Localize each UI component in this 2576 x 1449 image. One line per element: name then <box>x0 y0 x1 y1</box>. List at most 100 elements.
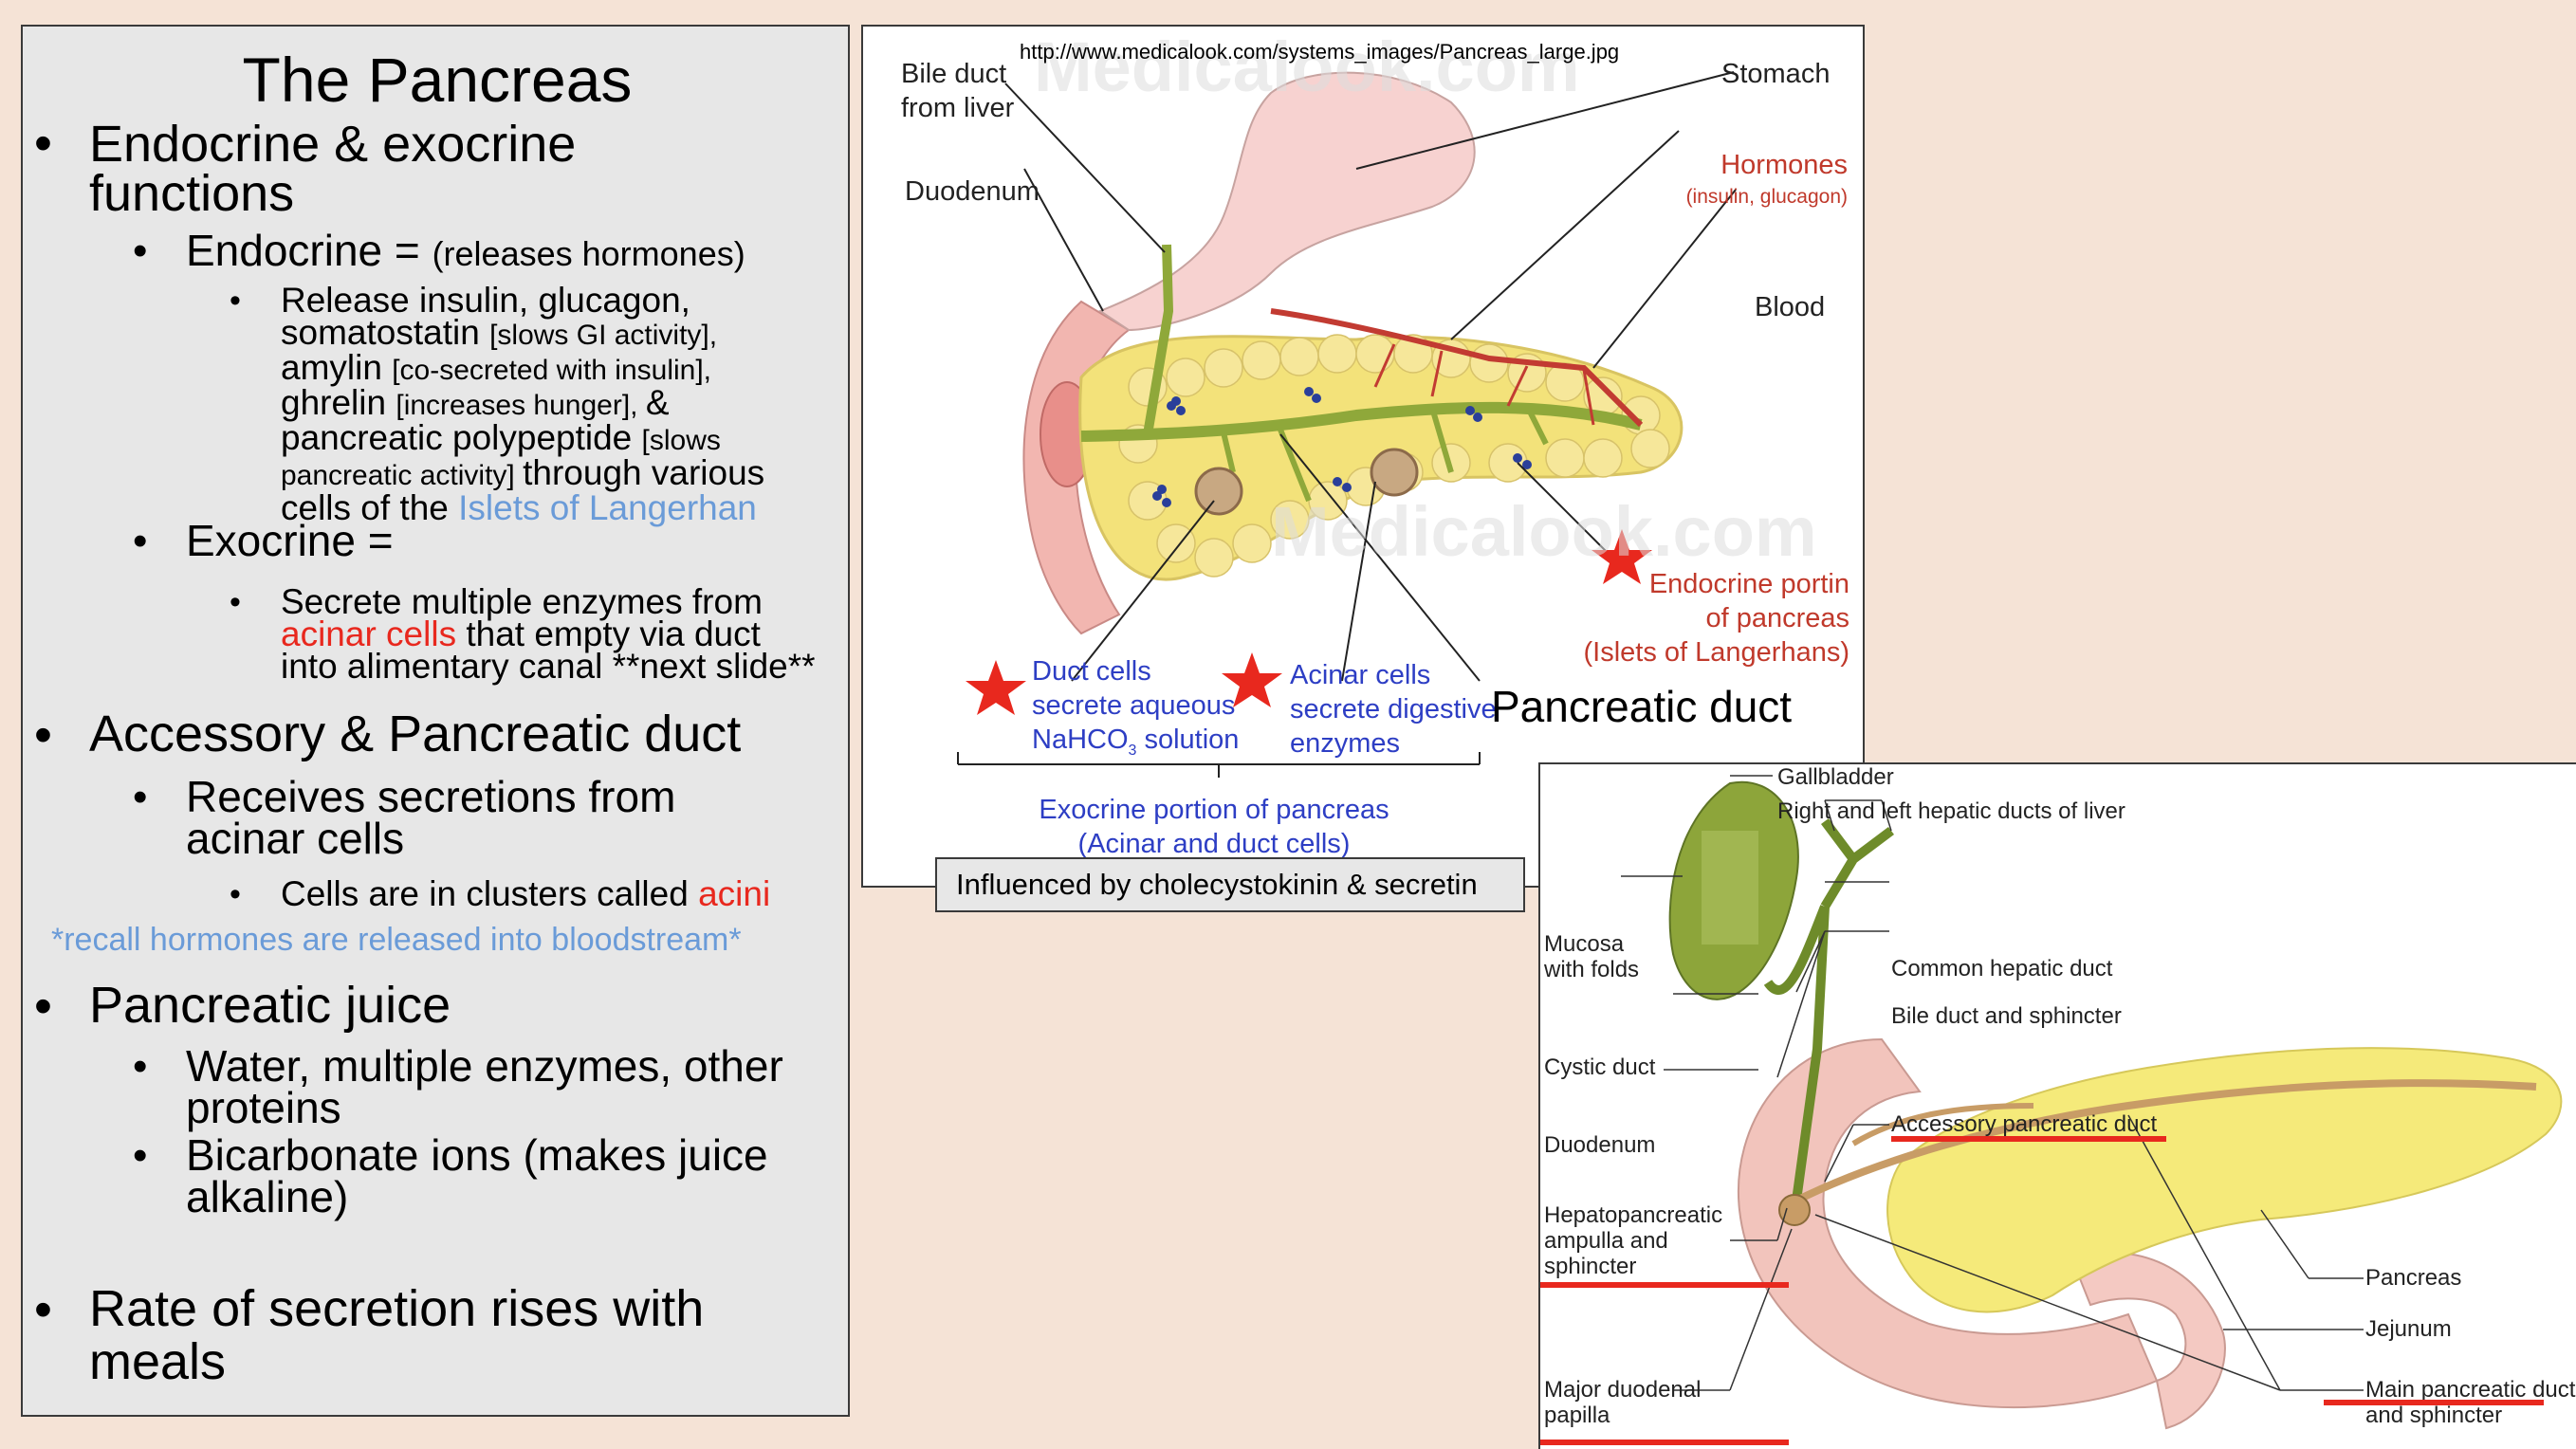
term-somatostatin: somatostatin <box>281 313 490 352</box>
term-ghrelin: ghrelin <box>281 383 396 422</box>
endo-line: pancreatic polypeptide [slows <box>281 420 764 457</box>
nahco3: NaHCO3 solution <box>1032 723 1239 768</box>
ampersand: & <box>645 383 670 422</box>
text: and sphincter <box>2365 1403 2503 1428</box>
exo-line: into alimentary canal **next slide** <box>281 647 816 686</box>
text: Duct cells <box>1032 656 1151 687</box>
text: acinar cells <box>186 814 405 863</box>
recall-note: *recall hormones are released into blood… <box>51 922 742 958</box>
note: [co-secreted with insulin], <box>392 355 712 386</box>
text: NaHCO <box>1032 724 1129 755</box>
label-bile-duct: Bile duct from liver <box>901 57 1014 125</box>
bullet-dot <box>133 518 147 565</box>
endocrine-label: Endocrine = <box>186 226 432 275</box>
star-markers <box>966 529 1652 715</box>
leader-lines <box>957 71 1737 778</box>
endo-line: Release insulin, glucagon, <box>281 281 690 320</box>
exo-line: Secrete multiple enzymes from <box>281 582 763 621</box>
pancreas-illustration <box>957 71 1737 778</box>
underline-hepatopancreatic <box>1540 1282 1789 1288</box>
endocrine-note: (releases hormones) <box>432 234 745 273</box>
label-endocrine-portion: Endocrine portin of pancreas (Islets of … <box>1546 567 1849 669</box>
label-gallbladder: Gallbladder <box>1777 764 1894 790</box>
acini-text: acini <box>698 874 771 913</box>
underline-accessory <box>1891 1136 2166 1142</box>
text: Hepatopancreatic <box>1544 1202 1723 1228</box>
label-stomach: Stomach <box>1721 59 1831 89</box>
label-duodenum: Duodenum <box>905 176 1040 207</box>
note: [slows GI activity], <box>489 320 718 351</box>
underline-major-papilla <box>1540 1440 1789 1445</box>
text-panel: The Pancreas Endocrine & exocrine functi… <box>21 25 850 1417</box>
islets-text: Islets of Langerhan <box>458 488 757 527</box>
endo-line: cells of the Islets of Langerhan <box>281 490 764 525</box>
duct-system-diagram: Gallbladder Right and left hepatic ducts… <box>1538 762 2576 1449</box>
bullet-dot <box>133 774 147 821</box>
label-duct-cells: Duct cells secrete aqueous NaHCO3 soluti… <box>1032 654 1239 768</box>
bullet-dot <box>133 1132 147 1180</box>
text: that empty via duct <box>456 614 761 653</box>
label-pancreas: Pancreas <box>2365 1265 2462 1291</box>
label-pancreatic-duct: Pancreatic duct <box>1491 682 1793 731</box>
text: Exocrine portion of pancreas <box>1039 795 1389 825</box>
islets-markers <box>1152 387 1532 507</box>
subscript: 3 <box>1128 742 1137 759</box>
text: Cells are in clusters called <box>281 874 699 913</box>
text: through various <box>523 453 765 492</box>
label-hormones: Hormones <box>1720 150 1848 180</box>
bullet-rate: Rate of secretion rises with meals <box>89 1280 705 1390</box>
text: Mucosa <box>1544 931 1625 957</box>
source-url: http://www.medicalook.com/systems_images… <box>1020 40 1620 64</box>
label-mucosa: Mucosa with folds <box>1544 931 1639 982</box>
note: pancreatic activity] <box>281 460 524 491</box>
watermark: Medicalook.com <box>1034 28 1580 106</box>
text: (Islets of Langerhans) <box>1583 637 1849 668</box>
label-exocrine-portion: Exocrine portion of pancreas (Acinar and… <box>977 793 1451 861</box>
slide-title: The Pancreas <box>242 45 633 115</box>
label-jejunum: Jejunum <box>2365 1316 2452 1342</box>
bullet-dot <box>133 1043 147 1091</box>
endo-line: amylin [co-secreted with insulin], <box>281 350 764 387</box>
duct-illustration <box>1621 775 2563 1430</box>
label-acinar-cells: Acinar cells secrete digestive enzymes <box>1290 658 1497 761</box>
leader-lines <box>1621 775 2364 1391</box>
influence-caption: Influenced by cholecystokinin & secretin <box>935 857 1525 912</box>
bullet-dot <box>34 114 52 173</box>
text: Receives secretions from <box>186 772 676 821</box>
bullet-exocrine: Exocrine = <box>186 516 394 565</box>
watermark: Medicalook.com <box>1271 492 1817 571</box>
text: cells of the <box>281 488 459 527</box>
bullet-endocrine: Endocrine = (releases hormones) <box>186 229 745 275</box>
bullet-pancreatic-juice: Pancreatic juice <box>89 977 451 1034</box>
text: Water, multiple enzymes, other <box>186 1041 783 1091</box>
note: [slows <box>641 425 721 456</box>
text: papilla <box>1544 1403 1610 1428</box>
text: ampulla and <box>1544 1228 1668 1254</box>
exocrine-details: Secrete multiple enzymes from acinar cel… <box>281 582 816 686</box>
bullet-functions-line2: functions <box>89 165 295 222</box>
bullet-dot <box>230 876 241 913</box>
term-amylin: amylin <box>281 348 393 387</box>
bullet-water: Water, multiple enzymes, other proteins <box>186 1041 783 1129</box>
bullet-accessory-duct: Accessory & Pancreatic duct <box>89 706 742 762</box>
label-common-hepatic: Common hepatic duct <box>1891 956 2113 981</box>
text: Major duodenal <box>1544 1377 1702 1403</box>
text: Bile duct <box>901 59 1007 89</box>
underline-main-duct <box>2324 1400 2544 1405</box>
text: secrete digestive <box>1290 694 1497 724</box>
bullet-dot <box>34 1280 52 1339</box>
bullet-dot <box>230 283 241 320</box>
bullet-acini: Cells are in clusters called acini <box>281 876 770 911</box>
label-hepatic-ducts: Right and left hepatic ducts of liver <box>1777 798 2125 824</box>
endo-line: ghrelin [increases hunger], & <box>281 385 764 422</box>
label-accessory-duct: Accessory pancreatic duct <box>1891 1111 2158 1137</box>
text: secrete aqueous <box>1032 690 1236 721</box>
acinar-cells-text: acinar cells <box>281 614 457 653</box>
bullet-dot <box>34 977 52 1036</box>
text: enzymes <box>1290 728 1401 759</box>
bullet-dot <box>133 228 147 275</box>
text: with folds <box>1544 957 1640 982</box>
bullet-dot <box>34 706 52 764</box>
label-bile-sphincter: Bile duct and sphincter <box>1891 1003 2122 1029</box>
label-duodenum: Duodenum <box>1544 1132 1656 1158</box>
